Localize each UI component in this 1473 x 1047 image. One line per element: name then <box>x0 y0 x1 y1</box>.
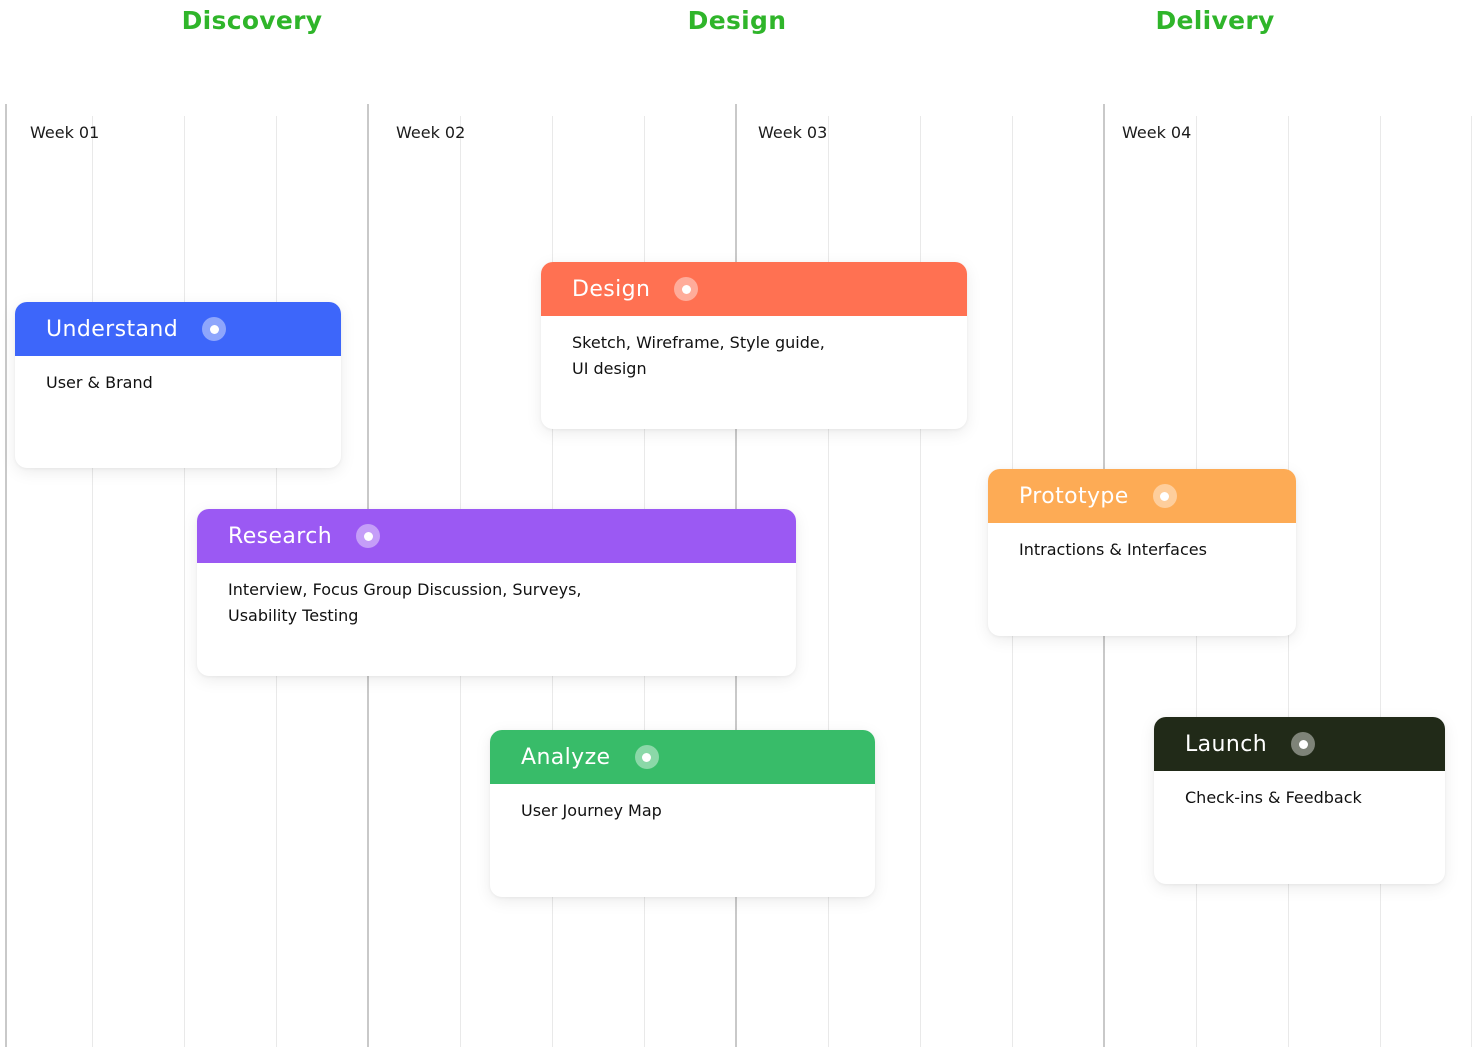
status-dot-icon[interactable] <box>634 745 659 769</box>
card-description: Intractions & Interfaces <box>988 523 1296 563</box>
card-description-line: UI design <box>572 359 647 378</box>
card-header: Understand <box>15 302 341 356</box>
day-gridline <box>1380 116 1381 1047</box>
card-title: Analyze <box>521 744 611 770</box>
card-description-line: Intractions & Interfaces <box>1019 540 1207 559</box>
card-header: Launch <box>1154 717 1445 771</box>
card-description-line: User & Brand <box>46 373 153 392</box>
day-gridline <box>920 116 921 1047</box>
status-dot-icon[interactable] <box>356 524 381 548</box>
card-title: Design <box>572 276 651 302</box>
week-divider <box>5 104 7 1047</box>
card-header: Analyze <box>490 730 875 784</box>
status-dot-icon[interactable] <box>674 277 699 301</box>
status-dot-icon[interactable] <box>1291 732 1316 756</box>
phase-delivery: Delivery <box>1155 6 1275 35</box>
week-label-04: Week 04 <box>1122 123 1192 142</box>
day-gridline <box>184 116 185 1047</box>
day-gridline <box>92 116 93 1047</box>
status-dot-icon[interactable] <box>202 317 227 341</box>
card-description-line: Interview, Focus Group Discussion, Surve… <box>228 580 582 599</box>
card-header: Design <box>541 262 967 316</box>
card-title: Research <box>228 523 333 549</box>
card-title: Prototype <box>1019 483 1129 509</box>
card-title: Understand <box>46 316 179 342</box>
task-card-design[interactable]: Design Sketch, Wireframe, Style guide, U… <box>541 262 967 429</box>
card-description: User Journey Map <box>490 784 875 824</box>
card-description: Sketch, Wireframe, Style guide, UI desig… <box>541 316 967 382</box>
day-gridline <box>1471 116 1472 1047</box>
card-description-line: Sketch, Wireframe, Style guide, <box>572 333 825 352</box>
task-card-prototype[interactable]: Prototype Intractions & Interfaces <box>988 469 1296 636</box>
week-label-02: Week 02 <box>396 123 466 142</box>
phase-design: Design <box>687 6 787 35</box>
phase-discovery: Discovery <box>181 6 323 35</box>
card-description-line: Usability Testing <box>228 606 359 625</box>
task-card-research[interactable]: Research Interview, Focus Group Discussi… <box>197 509 796 676</box>
card-description: Check-ins & Feedback <box>1154 771 1445 811</box>
task-card-understand[interactable]: Understand User & Brand <box>15 302 341 468</box>
card-description-line: User Journey Map <box>521 801 662 820</box>
card-description: Interview, Focus Group Discussion, Surve… <box>197 563 796 629</box>
task-card-launch[interactable]: Launch Check-ins & Feedback <box>1154 717 1445 884</box>
week-label-03: Week 03 <box>758 123 828 142</box>
card-header: Prototype <box>988 469 1296 523</box>
card-header: Research <box>197 509 796 563</box>
card-description-line: Check-ins & Feedback <box>1185 788 1362 807</box>
card-title: Launch <box>1185 731 1268 757</box>
task-card-analyze[interactable]: Analyze User Journey Map <box>490 730 875 897</box>
card-description: User & Brand <box>15 356 341 396</box>
status-dot-icon[interactable] <box>1152 484 1177 508</box>
week-label-01: Week 01 <box>30 123 100 142</box>
day-gridline <box>828 116 829 1047</box>
